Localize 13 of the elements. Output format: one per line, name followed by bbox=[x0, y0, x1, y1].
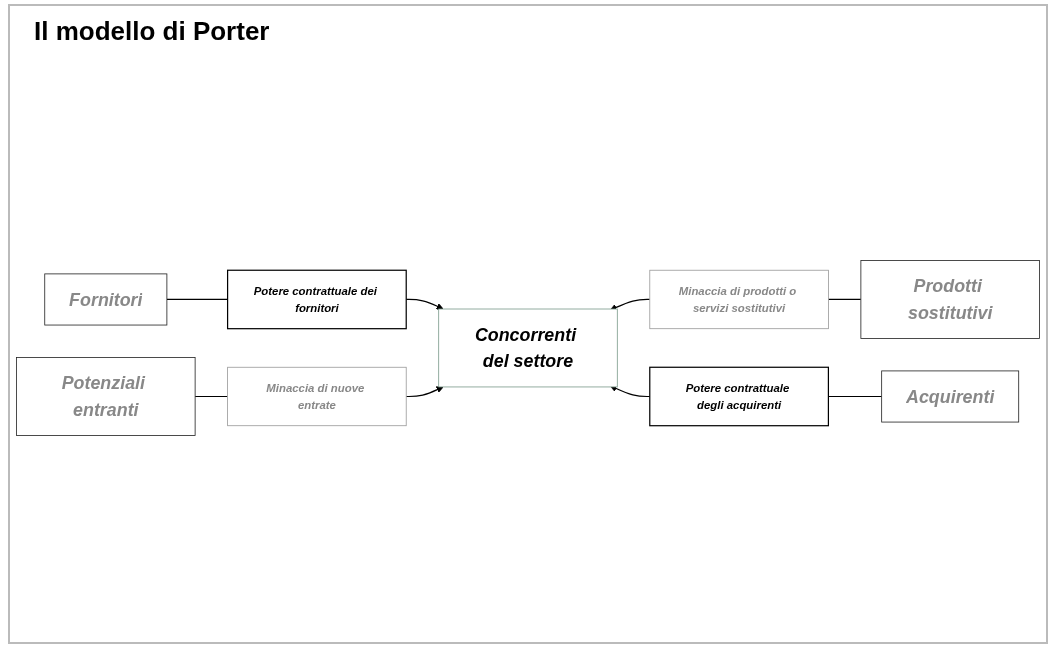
node-box: Fornitori bbox=[44, 273, 168, 326]
node-box: Minaccia di prodotti o servizi sostitutivi bbox=[649, 269, 829, 330]
node-box: Potenziali entranti bbox=[16, 357, 196, 436]
node-box: Potere contrattuale dei fornitori bbox=[227, 269, 407, 330]
node-box: Minaccia di nuove entrate bbox=[227, 366, 407, 427]
node-box: Potere contrattuale degli acquirenti bbox=[649, 366, 829, 427]
node-box: Prodotti sostitutivi bbox=[860, 260, 1040, 339]
node-box: Acquirenti bbox=[881, 370, 1020, 423]
node-box: Concorrenti del settore bbox=[438, 308, 618, 388]
arrow bbox=[405, 386, 444, 398]
connector bbox=[827, 298, 862, 301]
diagram-title: Il modello di Porter bbox=[34, 16, 270, 47]
connector bbox=[194, 395, 229, 398]
